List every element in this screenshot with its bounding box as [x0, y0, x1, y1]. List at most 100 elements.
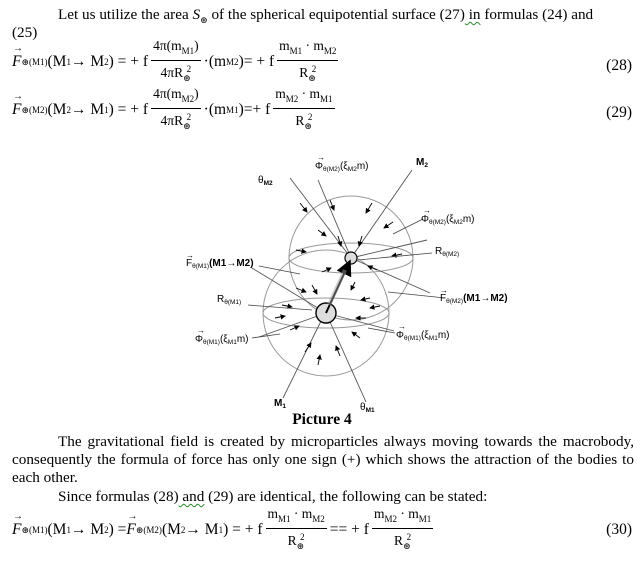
eq-part: ) = + f [108, 101, 149, 118]
small-arrows [274, 199, 403, 366]
label-f-right: Fθ(M2)(M1→M2) [440, 293, 508, 305]
num: 4π(m [153, 38, 182, 53]
label-m2: M2 [416, 157, 428, 169]
label-theta-m1: θM1 [360, 402, 375, 414]
num: m [373, 506, 385, 521]
eq-part: )= + f [238, 53, 275, 70]
num-sub: M2 [323, 46, 337, 56]
num-dot: · m [396, 506, 419, 521]
para2-text-end: (29) are identical, the following can be… [204, 488, 488, 505]
num-sub: M1 [181, 46, 195, 56]
arg-sub: 1 [66, 525, 71, 535]
intro-text-end: formulas (24) and [480, 6, 594, 23]
arg-sub: 1 [66, 57, 71, 67]
arrow: → M [70, 521, 105, 538]
label-phi-right: Φθ(M2)(ξM2m) [421, 214, 474, 226]
label-phi-top: Φθ(M2)(ξM2m) [315, 161, 368, 173]
den-sub: ⊛ [304, 121, 312, 131]
den-sub: ⊛ [183, 73, 191, 83]
force-vector: F [126, 511, 138, 539]
arg-sub: 2 [180, 525, 186, 535]
num-sub: M2 [312, 514, 325, 524]
svg-text:→: → [423, 206, 431, 215]
num-sub: M1 [278, 514, 291, 524]
svg-text:→: → [440, 286, 448, 295]
intro-text-before: Let us utilize the area [58, 6, 193, 23]
svg-text:→: → [317, 153, 325, 162]
num-sub: M1 [320, 94, 333, 104]
den-sub: ⊛ [403, 541, 411, 551]
equation-28: F⊛(M1)(M1 → M2) = + f 4π(mM1)4πR⊛2 ·(mM2… [12, 38, 341, 83]
den-sub: ⊛ [308, 73, 316, 83]
arg: (M [161, 521, 181, 538]
figure-caption: Picture 4 [292, 411, 352, 428]
mass-bodies [315, 251, 358, 324]
num: 4π(m [153, 86, 182, 101]
fraction: 4π(mM1)4πR⊛2 [151, 38, 201, 86]
num-sub: M2 [384, 514, 397, 524]
para2-wavy: and [178, 488, 205, 505]
arg-sub: 2 [66, 105, 71, 115]
den-sup: 2 [186, 64, 192, 74]
label-phi-left: Φθ(M1)(ξM1m) [195, 334, 248, 346]
den-sup: 2 [186, 112, 192, 122]
num-sub: M2 [181, 94, 195, 104]
eq-part: ) = + f [223, 521, 263, 538]
equation-number-30: (30) [606, 521, 632, 538]
label-m1: M1 [274, 398, 286, 410]
eq-part: ) = + f [108, 53, 149, 70]
force-vector: F [12, 43, 24, 71]
arrow: → M [70, 53, 105, 70]
label-leaders [247, 218, 446, 339]
equation-29: F⊛(M2)(M2 → M1) = + f 4π(mM2)4πR⊛2 ·(mM1… [12, 86, 338, 131]
label-theta-m2: θM2 [258, 175, 273, 187]
num-sub: M1 [289, 46, 303, 56]
den: R [287, 533, 297, 548]
den-sup: 2 [307, 112, 313, 122]
num: m [279, 38, 290, 53]
den-sub: ⊛ [183, 121, 191, 131]
equation-number-28: (28) [606, 57, 632, 74]
intro-text-after: of the spherical equipotential surface (… [207, 6, 465, 23]
intro-line: Let us utilize the area S⊛ of the spheri… [58, 6, 593, 29]
den-sup: 2 [311, 64, 317, 74]
arrow: → M [70, 101, 105, 118]
paragraph-identical: Since formulas (28) and (29) are identic… [58, 488, 487, 506]
sphere-m1-equator [262, 297, 390, 329]
eq-part: ) = [108, 521, 127, 538]
intro-wavy-word: in [464, 6, 481, 23]
den: R [394, 533, 404, 548]
force-sub: ⊛(M1) [21, 56, 48, 67]
label-r-m2: Rθ(M2) [435, 246, 459, 258]
force-sub: ⊛(M1) [21, 524, 48, 535]
label-f-left: Fθ(M1)(M1→M2) [186, 258, 254, 270]
svg-text:→: → [197, 326, 205, 335]
area-symbol: S [192, 6, 201, 23]
eq-sub: M1 [226, 105, 239, 115]
fraction: 4π(mM2)4πR⊛2 [151, 86, 201, 134]
svg-text:→: → [398, 322, 406, 331]
intro-line-2: (25) [12, 24, 38, 41]
arrow: → M [185, 521, 219, 538]
num-dot: · m [302, 38, 324, 53]
label-r-m1: Rθ(M1) [217, 294, 241, 306]
den: 4πR [160, 113, 184, 128]
arg-sub: 1 [218, 525, 224, 535]
arg: (M [47, 101, 67, 118]
den: R [295, 113, 305, 128]
eq-part: ·(m [203, 101, 227, 118]
force-sub: ⊛(M2) [21, 104, 48, 115]
num-dot: · m [298, 86, 321, 101]
den-sup: 2 [406, 532, 412, 542]
num-close: ) [194, 38, 199, 53]
equation-30: F⊛(M1)(M1 → M2) = F⊛(M2)(M2 → M1) = + f … [12, 506, 436, 551]
label-phi-bottom-right: Φθ(M1)(ξM1m) [396, 330, 449, 342]
num: m [275, 86, 286, 101]
arg-sub: 2 [104, 525, 109, 535]
num-sub: M2 [285, 94, 299, 104]
force-sub: ⊛(M2) [135, 524, 162, 535]
den-sub: ⊛ [296, 541, 305, 551]
